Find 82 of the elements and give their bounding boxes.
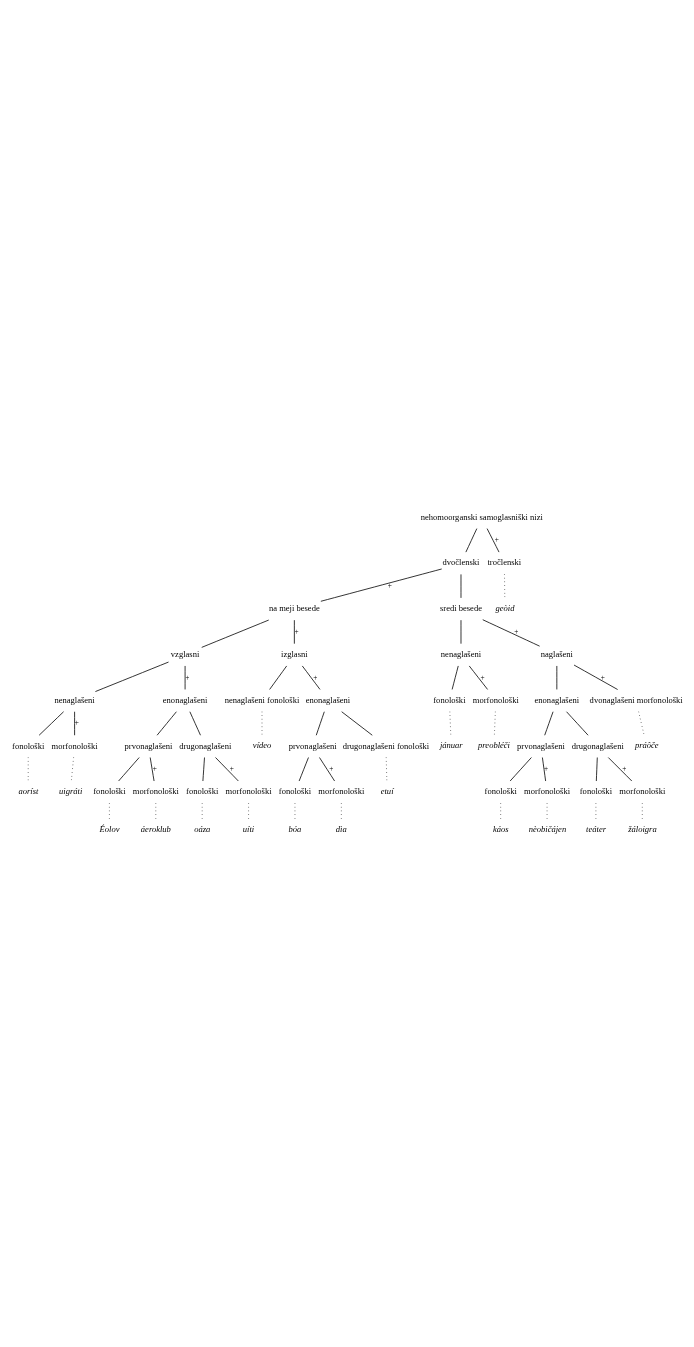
- connector: [301, 665, 321, 690]
- node-text: drugonaglašeni: [571, 740, 624, 751]
- node-text: etuí: [380, 785, 394, 796]
- connector: [544, 710, 554, 736]
- node-text: morfonološki: [619, 785, 666, 796]
- node-text: uigráti: [59, 785, 83, 796]
- node-text: sredi besede: [440, 602, 482, 613]
- connector: [95, 661, 169, 692]
- node-text: morfonološki: [472, 694, 519, 705]
- connector: [118, 756, 140, 781]
- node-text: aoríst: [18, 785, 39, 796]
- node-text: oáza: [194, 823, 211, 834]
- node-text: fonološki: [186, 785, 219, 796]
- node-text: bóa: [288, 823, 302, 834]
- connector: [573, 664, 618, 690]
- node-text: geòid: [495, 602, 515, 613]
- connector: [298, 756, 309, 781]
- node-text: morfonološki: [318, 785, 365, 796]
- node-text: preobléči: [478, 739, 510, 750]
- node-text: Éolov: [99, 823, 120, 834]
- node-text: jánuar: [439, 739, 463, 750]
- connector: [202, 756, 205, 781]
- connector: [465, 527, 478, 552]
- node-text: prvonaglašeni: [517, 740, 565, 751]
- connector: [542, 756, 547, 781]
- connector: [215, 756, 239, 781]
- node-text: áeroklub: [140, 823, 171, 834]
- node-text: enonaglašeni: [534, 694, 580, 705]
- node-text: morfonološki: [51, 740, 98, 751]
- node-text: prvonaglašeni: [288, 740, 337, 751]
- node-text: na meji besede: [269, 602, 320, 613]
- node-text: vzglasni: [170, 648, 200, 659]
- connector: [595, 756, 598, 781]
- node-text: dvočlenski: [442, 556, 480, 567]
- connector: [269, 665, 288, 690]
- node-text: tročlenski: [487, 556, 522, 567]
- connector: [509, 756, 532, 781]
- node-text: fonološki: [12, 740, 45, 751]
- connector: [482, 618, 541, 647]
- connector: [468, 665, 488, 690]
- node-text: enonaglašeni: [305, 694, 351, 705]
- node-text: morfonološki: [225, 785, 272, 796]
- node-text: naglašeni: [540, 648, 573, 659]
- connector: [319, 756, 335, 781]
- node-text: drugonaglašeni fonološki: [342, 740, 430, 751]
- node-text: káos: [493, 823, 509, 834]
- connector: [149, 756, 155, 781]
- connector: [189, 710, 201, 736]
- connector: [315, 710, 325, 736]
- connector: [74, 710, 75, 736]
- connector: [320, 568, 443, 602]
- node-text: vídeo: [252, 739, 272, 750]
- connector: [293, 619, 295, 644]
- node-text: práôče: [634, 739, 659, 750]
- node-text: nenaglašeni: [54, 694, 95, 705]
- node-text: nenaglašeni: [440, 648, 482, 659]
- node-text: prvonaglašeni: [124, 740, 173, 751]
- connector: [566, 710, 589, 736]
- node-text: žáloigra: [628, 823, 657, 834]
- connector: [451, 665, 459, 690]
- connector: [156, 710, 177, 736]
- node-text: fonološki: [579, 785, 613, 796]
- connector: [201, 619, 270, 648]
- node-text: fonološki: [93, 785, 126, 796]
- node-text: nehomoorganski samoglasniški nizi: [420, 511, 543, 522]
- node-text: fonološki: [484, 785, 517, 796]
- node-text: morfonološki: [524, 785, 571, 796]
- node-text: enonaglašeni: [162, 694, 208, 705]
- node-text: nèobičájen: [528, 823, 567, 834]
- node-text: morfonološki: [132, 785, 179, 796]
- node-text: drugonaglašeni: [179, 740, 232, 751]
- connector: [486, 527, 500, 552]
- connector: [341, 710, 373, 736]
- node-text: uíti: [242, 823, 255, 834]
- node-text: dìa: [335, 823, 347, 834]
- node-text: fonološki: [433, 694, 466, 705]
- node-text: izglasni: [281, 648, 308, 659]
- node-text: dvonaglašeni morfonološki: [589, 694, 683, 705]
- node-text: teáter: [586, 823, 607, 834]
- connector: [38, 710, 64, 736]
- node-text: nenaglašeni fonološki: [224, 694, 300, 705]
- node-text: fonološki: [278, 785, 312, 796]
